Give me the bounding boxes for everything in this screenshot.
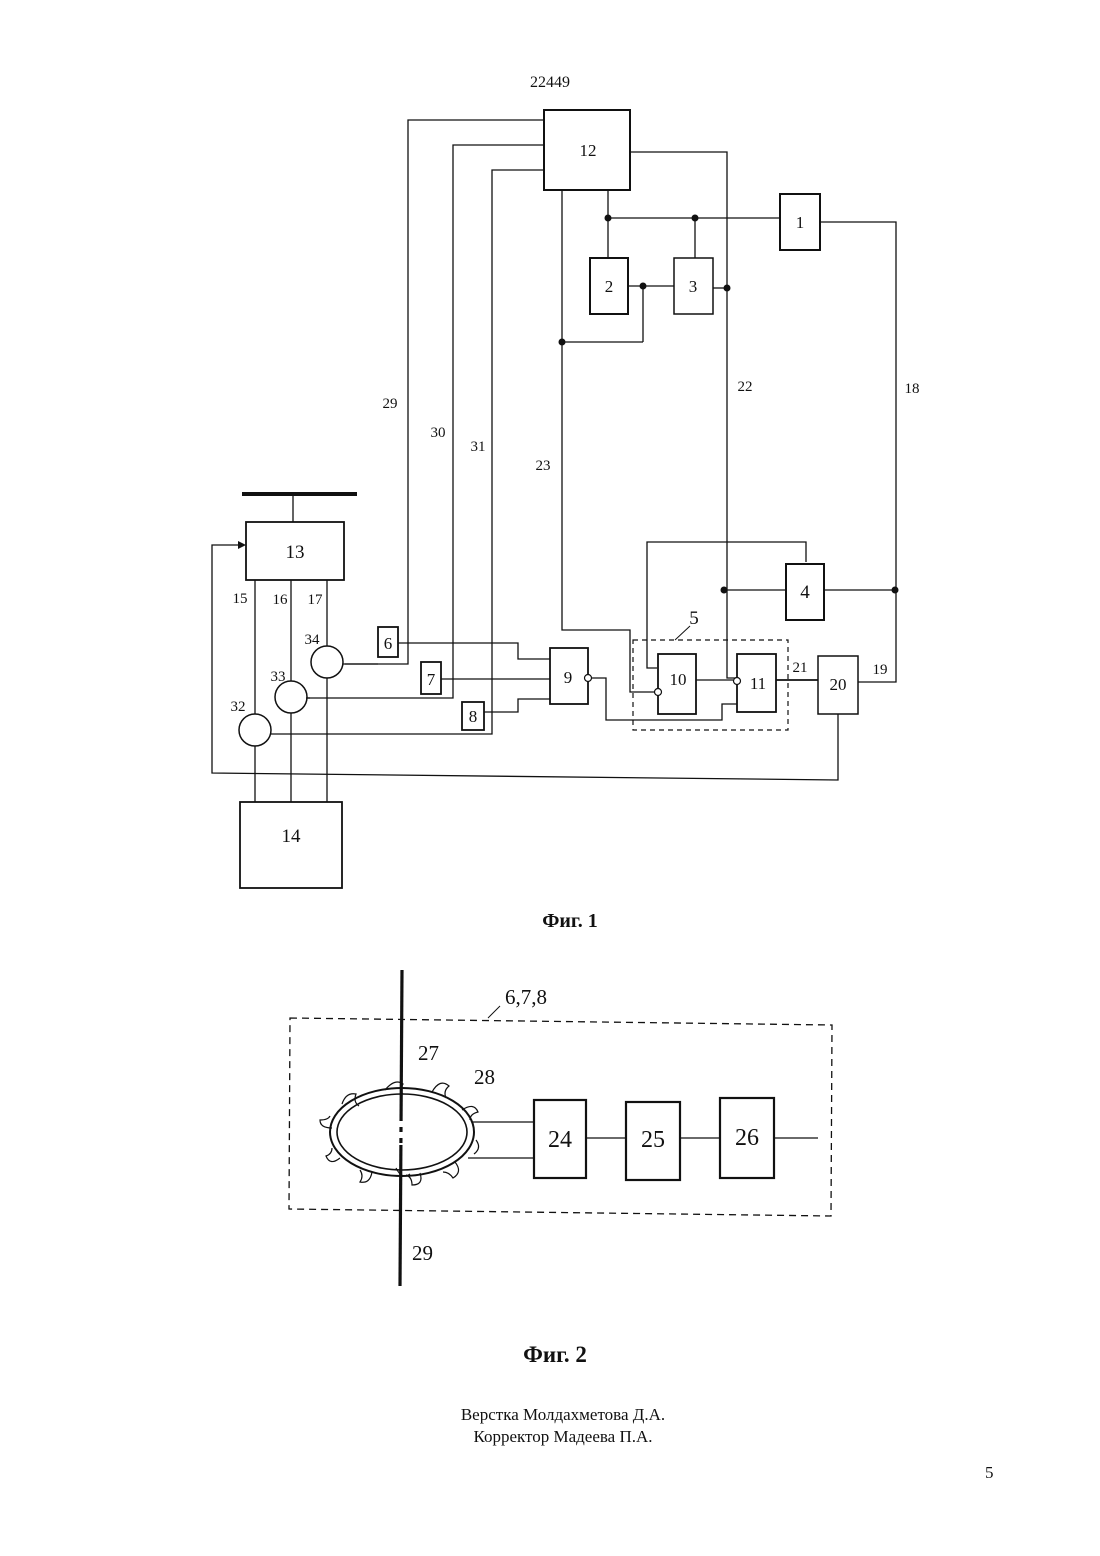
figure-1-diagram: 12 1 2 3 4 13 14 6 7 8 9 10 11 20 5 15 1… <box>0 0 1100 900</box>
figure-1-caption: Фиг. 1 <box>20 910 1100 933</box>
label-block-1: 1 <box>796 213 805 232</box>
label-wire-30: 30 <box>431 425 446 441</box>
label-block-24: 24 <box>548 1127 572 1153</box>
wire-22 <box>630 152 737 678</box>
label-wire-17: 17 <box>308 592 324 608</box>
corrector-credit: Корректор Мадеева П.А. <box>13 1426 1100 1448</box>
sensor-32 <box>239 714 271 746</box>
label-sensor-34: 34 <box>305 632 321 648</box>
credits: Верстка Молдахметова Д.А. Корректор Маде… <box>13 1404 1100 1448</box>
sensor-34 <box>311 646 343 678</box>
label-wire-31: 31 <box>471 439 486 455</box>
label-wire-21: 21 <box>793 660 808 676</box>
label-block-6: 6 <box>384 634 393 653</box>
label-wire-19: 19 <box>873 662 888 678</box>
label-wire-22: 22 <box>738 379 753 395</box>
label-wire-15: 15 <box>233 591 248 607</box>
label-block-25: 25 <box>641 1127 665 1153</box>
label-block-8: 8 <box>469 707 478 726</box>
label-winding-28: 28 <box>474 1065 495 1089</box>
label-block-2: 2 <box>605 277 614 296</box>
label-wire-18: 18 <box>905 381 920 397</box>
conductor-29 <box>400 970 402 1286</box>
wire-29 <box>345 120 544 664</box>
label-block-9: 9 <box>564 668 573 687</box>
label-sensor-32: 32 <box>231 699 246 715</box>
label-block-12: 12 <box>580 141 597 160</box>
label-sensor-33: 33 <box>271 669 286 685</box>
label-block-3: 3 <box>689 277 698 296</box>
figure-2-caption: Фиг. 2 <box>5 1342 1100 1368</box>
label-block-26: 26 <box>735 1125 759 1151</box>
figure-2-diagram: 24 25 26 6,7,8 27 28 29 <box>0 960 1100 1300</box>
wire-31 <box>268 170 544 734</box>
page-number: 5 <box>985 1463 994 1483</box>
layout-credit: Верстка Молдахметова Д.А. <box>13 1404 1100 1426</box>
label-wire-23: 23 <box>536 458 551 474</box>
label-group-6-7-8: 6,7,8 <box>505 985 547 1009</box>
label-wire-29: 29 <box>383 396 398 412</box>
sensor-33 <box>275 681 307 713</box>
label-conductor-29: 29 <box>412 1241 433 1265</box>
wire-18 <box>820 222 896 682</box>
label-block-7: 7 <box>427 670 436 689</box>
wire-30 <box>306 145 544 698</box>
label-block-11: 11 <box>750 674 766 693</box>
label-block-20: 20 <box>830 675 847 694</box>
label-unit-5: 5 <box>689 608 699 629</box>
label-wire-16: 16 <box>273 592 289 608</box>
label-block-13: 13 <box>286 542 305 563</box>
label-block-14: 14 <box>282 826 302 847</box>
label-block-4: 4 <box>800 582 810 603</box>
label-core-27: 27 <box>418 1041 439 1065</box>
label-block-10: 10 <box>670 670 687 689</box>
